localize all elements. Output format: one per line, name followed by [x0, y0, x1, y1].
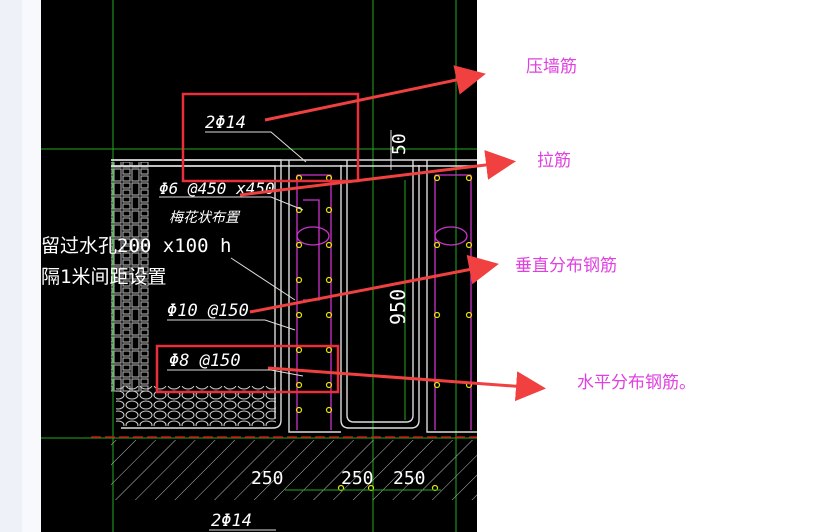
cad-drawing: 2Φ14 Φ6 @450 x450 梅花状布置 留过水孔200 x100 h 隔… [41, 0, 477, 532]
label-drain-hole-2: 隔1米间距设置 [41, 266, 166, 288]
annotation-vertical-distribution: 垂直分布钢筋 [515, 256, 617, 276]
label-vertical-bar: Φ10 @150 [167, 301, 249, 321]
label-drain-hole-1: 留过水孔200 x100 h [41, 235, 231, 257]
cad-svg: 2Φ14 Φ6 @450 x450 梅花状布置 留过水孔200 x100 h 隔… [41, 0, 477, 532]
label-dim-1: 250 [251, 468, 284, 489]
label-dim-2: 250 [341, 468, 374, 489]
label-dim-top: 50 [389, 133, 410, 155]
channel-outline [111, 159, 477, 433]
label-dim-height: 950 [386, 289, 410, 325]
label-bottom-bar: 2Φ14 [211, 511, 252, 531]
annotation-cap-bar: 压墙筋 [526, 57, 577, 77]
leader-lines [159, 130, 392, 531]
arrow-cap-bar [264, 65, 486, 122]
masonry-hatch [111, 162, 149, 392]
annotation-tie-bar: 拉筋 [537, 151, 571, 171]
arrow-tie-bar [239, 150, 516, 197]
label-dim-3: 250 [393, 468, 426, 489]
left-panel-margin [0, 0, 22, 532]
arrow-horizontal-bar [267, 366, 546, 402]
arrow-vertical-bar [249, 254, 499, 314]
left-panel-gutter [22, 0, 41, 532]
dimension-lines [285, 180, 441, 491]
highlight-box-horizontal-bar [155, 344, 340, 394]
label-horizontal-bar: Φ8 @150 [169, 351, 241, 371]
highlight-box-top-bar [181, 92, 360, 183]
label-top-bar: 2Φ14 [205, 113, 246, 133]
label-tie-note: 梅花状布置 [169, 210, 241, 226]
annotation-horizontal-distribution: 水平分布钢筋。 [577, 373, 696, 393]
